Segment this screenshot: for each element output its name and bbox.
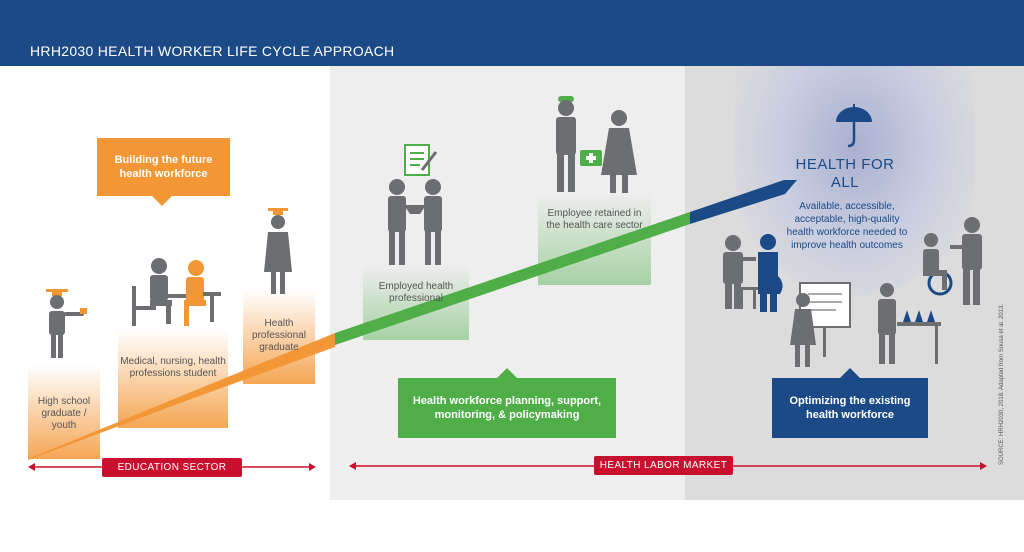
callout-future-text: Building the future health workforce — [114, 154, 213, 180]
callout-optimizing-text: Optimizing the existing health workforce — [789, 395, 911, 421]
header-bar — [0, 0, 1024, 66]
future-callout-pointer — [152, 196, 172, 206]
ramp-orange-fill — [28, 345, 335, 460]
wheelchair-icon — [923, 217, 982, 305]
professional-graduate-icon — [264, 208, 292, 294]
goal-title: HEALTH FOR ALL — [795, 156, 895, 191]
first-aid-kit-icon — [580, 150, 602, 166]
contract-icon — [404, 144, 438, 176]
ramp-green — [335, 212, 690, 345]
umbrella-icon — [836, 104, 872, 148]
doctor-patient-icon — [723, 234, 783, 312]
ramp-orange — [28, 333, 335, 460]
planning-callout-pointer — [497, 368, 517, 378]
callout-future-workforce: Building the future health workforce — [97, 138, 230, 196]
education-sector-label: EDUCATION SECTOR — [102, 458, 242, 477]
optimizing-callout-pointer — [840, 368, 860, 378]
page-title: HRH2030 HEALTH WORKER LIFE CYCLE APPROAC… — [30, 43, 395, 59]
step-column-high-school — [28, 365, 100, 459]
callout-planning-text: Health workforce planning, support, moni… — [412, 395, 602, 421]
stage-label-retained: Employee retained in the health care sec… — [546, 208, 643, 231]
stage-label-employed: Employed health professional — [378, 281, 454, 304]
callout-planning: Health workforce planning, support, moni… — [398, 378, 616, 438]
stage-label-graduate: Health professional graduate — [252, 318, 306, 353]
ramp-navy-arrow — [690, 180, 797, 224]
callout-optimizing: Optimizing the existing health workforce — [772, 378, 928, 438]
teacher-icon — [790, 282, 851, 367]
source-note: SOURCE: HRH2030, 2018. Adapted from Sous… — [999, 303, 1005, 465]
students-icon — [132, 258, 221, 326]
stage-label-high-school: High school graduate / youth — [37, 396, 91, 431]
graduate-icon — [46, 289, 87, 358]
step-column-student — [118, 330, 228, 428]
health-labor-market-label: HEALTH LABOR MARKET — [594, 456, 733, 475]
handshake-icon — [388, 179, 442, 265]
lab-worker-icon — [878, 283, 941, 364]
health-workers-icon — [556, 96, 637, 193]
stage-label-student: Medical, nursing, health professions stu… — [120, 356, 226, 379]
goal-description: Available, accessible, acceptable, high-… — [786, 201, 908, 251]
